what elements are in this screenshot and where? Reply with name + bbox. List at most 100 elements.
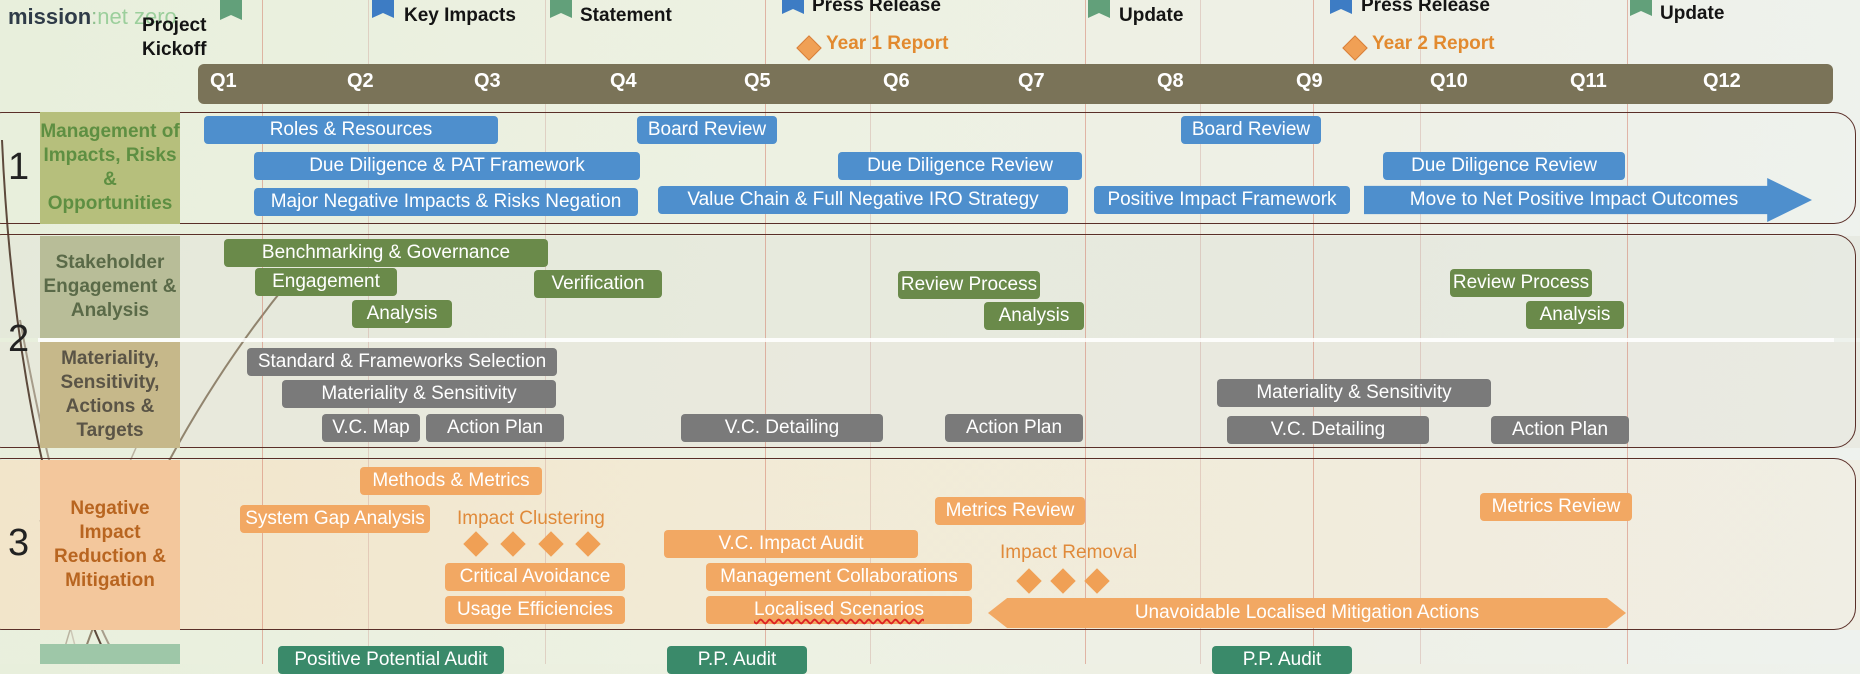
flag-icon — [1088, 0, 1110, 18]
quarter-label: Q4 — [610, 70, 637, 92]
task-bar: Analysis — [352, 300, 452, 328]
report-label: Year 1 Report — [826, 33, 949, 54]
section-band-2 — [0, 234, 1856, 448]
quarter-divider — [545, 0, 546, 664]
milestone-label: Key Impacts — [404, 5, 516, 26]
lane-label-materiality: Materiality, Sensitivity, Actions & Targ… — [40, 342, 180, 448]
task-bar: Benchmarking & Governance — [224, 239, 548, 267]
task-bar: Board Review — [637, 116, 777, 144]
section-number: 1 — [8, 146, 30, 188]
task-label: Localised Scenarios — [753, 599, 925, 620]
task-bar: Due Diligence Review — [1383, 152, 1625, 180]
task-bar: P.P. Audit — [667, 646, 807, 674]
logo: mission:net zero — [8, 4, 177, 30]
task-bar: Due Diligence & PAT Framework — [254, 152, 640, 180]
section-number: 2 — [8, 318, 30, 360]
lane-label-impacts: Management of Impacts, Risks & Opportuni… — [40, 112, 180, 224]
task-bar: Analysis — [1526, 301, 1624, 329]
quarter-divider — [870, 0, 871, 664]
task-bar: V.C. Map — [322, 414, 420, 442]
task-bar: Metrics Review — [1480, 493, 1632, 521]
task-bar: Review Process — [898, 271, 1040, 299]
milestone-update-2: Update — [1630, 0, 1725, 26]
impact-clustering-label: Impact Clustering — [457, 508, 605, 529]
milestone-label: Press Release — [812, 0, 941, 16]
task-bar: Verification — [534, 270, 662, 298]
quarter-label: Q6 — [883, 70, 910, 92]
milestone-label: Update — [1660, 3, 1725, 24]
task-bar: Usage Efficiencies — [445, 596, 625, 624]
task-bar: Value Chain & Full Negative IRO Strategy — [658, 186, 1068, 214]
lane-label-positive — [40, 644, 180, 664]
task-bar: System Gap Analysis — [240, 505, 430, 533]
task-bar: Action Plan — [426, 414, 564, 442]
task-bar: Management Collaborations — [706, 563, 972, 591]
logo-primary: mission — [8, 4, 92, 29]
task-bar: V.C. Detailing — [1227, 416, 1429, 444]
logo-separator: : — [91, 4, 98, 29]
lane-label-negative: Negative Impact Reduction & Mitigation — [40, 460, 180, 630]
flag-icon — [782, 0, 804, 14]
milestone-press-release-1: Press Release — [782, 0, 941, 18]
quarter-label: Q3 — [474, 70, 501, 92]
task-bar: Roles & Resources — [204, 116, 498, 144]
quarter-label: Q10 — [1430, 70, 1468, 92]
lane-label-stakeholder: Stakeholder Engagement & Analysis — [40, 236, 180, 338]
quarter-divider — [262, 0, 263, 664]
quarter-label: Q5 — [744, 70, 771, 92]
diamond-icon — [1342, 35, 1368, 61]
milestone-label: Update — [1119, 5, 1184, 26]
milestone-update-1: Update — [1088, 0, 1184, 28]
quarter-divider — [1313, 0, 1314, 664]
task-bar: Localised Scenarios — [706, 596, 972, 624]
logo-secondary: net zero — [97, 4, 177, 29]
report-label: Year 2 Report — [1372, 33, 1495, 54]
quarter-divider — [1420, 0, 1421, 664]
milestone-press-release-2: Press Release — [1330, 0, 1490, 18]
flag-icon — [1630, 0, 1652, 16]
report-year-1: Year 1 Report — [796, 33, 949, 61]
milestone-key-impacts: Key Impacts — [372, 0, 516, 28]
quarter-label: Q9 — [1296, 70, 1323, 92]
quarter-label: Q2 — [347, 70, 374, 92]
quarter-divider — [765, 0, 766, 664]
section-band-1 — [0, 112, 1856, 224]
quarter-label: Q11 — [1570, 70, 1607, 92]
task-bar: Due Diligence Review — [838, 152, 1082, 180]
task-bar: Major Negative Impacts & Risks Negation — [254, 188, 638, 216]
task-bar: Materiality & Sensitivity — [282, 380, 556, 408]
task-bar: Analysis — [984, 302, 1084, 330]
task-bar: Positive Potential Audit — [278, 646, 504, 674]
quarter-divider — [368, 0, 369, 664]
quarter-label: Q1 — [210, 70, 237, 92]
band-divider — [38, 338, 1834, 342]
quarter-divider — [1200, 0, 1201, 664]
quarter-label: Q12 — [1703, 70, 1741, 92]
task-bar: Review Process — [1450, 269, 1592, 297]
report-year-2: Year 2 Report — [1342, 33, 1495, 61]
task-bar: P.P. Audit — [1212, 646, 1352, 674]
flag-icon — [1330, 0, 1352, 14]
task-bar: Standard & Frameworks Selection — [247, 348, 557, 376]
quarter-divider — [1627, 0, 1628, 664]
task-bar: Action Plan — [1491, 416, 1629, 444]
quarter-label: Q8 — [1157, 70, 1184, 92]
task-bar: Engagement — [255, 268, 397, 296]
impact-removal-label: Impact Removal — [1000, 542, 1138, 563]
task-double-arrow-bar: Unavoidable Localised Mitigation Actions — [988, 598, 1626, 628]
flag-icon — [550, 0, 572, 18]
task-bar: V.C. Detailing — [681, 414, 883, 442]
task-bar: Critical Avoidance — [445, 563, 625, 591]
task-bar: Metrics Review — [935, 497, 1085, 525]
task-bar: Positive Impact Framework — [1094, 186, 1350, 214]
section-number: 3 — [8, 522, 30, 564]
section-band-3 — [0, 458, 1856, 630]
milestone-statement: Statement — [550, 0, 672, 28]
flag-icon — [372, 0, 394, 18]
milestone-label: Statement — [580, 5, 672, 26]
task-bar: V.C. Impact Audit — [664, 530, 918, 558]
quarter-label: Q7 — [1018, 70, 1045, 92]
task-bar: Materiality & Sensitivity — [1217, 379, 1491, 407]
